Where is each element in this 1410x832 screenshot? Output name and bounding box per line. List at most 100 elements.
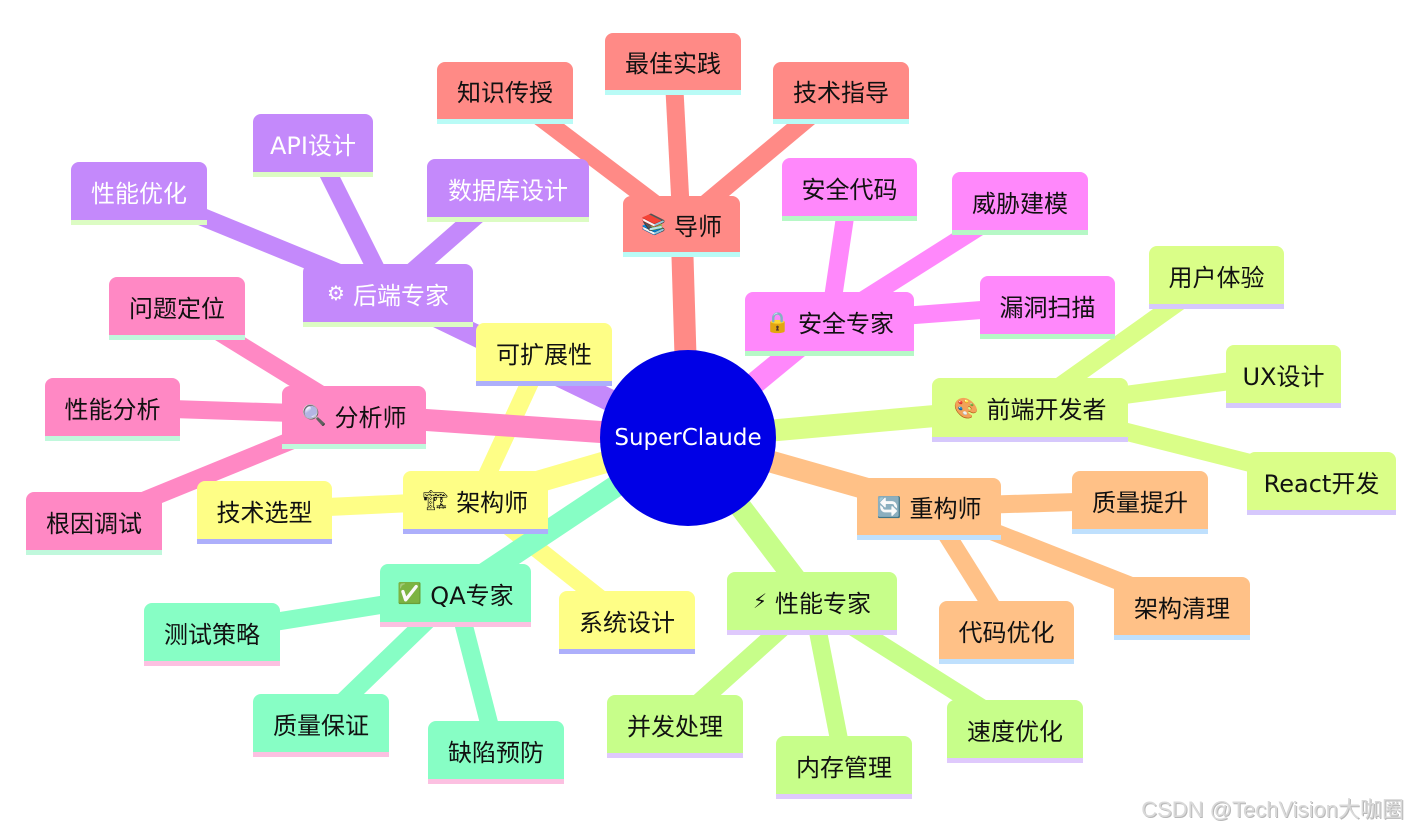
node-label: 根因调试 <box>46 509 142 538</box>
node-underline <box>605 90 741 95</box>
node-underline <box>253 752 389 757</box>
branch-node-mentor[interactable]: 📚导师 <box>623 196 740 257</box>
node-label: 性能分析 <box>64 395 161 424</box>
branch-node-backend[interactable]: ⚙后端专家 <box>303 264 473 327</box>
node-underline <box>45 436 180 441</box>
node-label: UX设计 <box>1242 362 1325 391</box>
leaf-node-backend[interactable]: API设计 <box>253 114 373 177</box>
node-underline <box>559 649 695 654</box>
node-underline <box>857 535 1001 540</box>
node-underline <box>282 444 426 449</box>
node-label: 并发处理 <box>627 712 723 741</box>
node-label: 威胁建模 <box>972 189 1068 218</box>
leaf-node-refactor[interactable]: 架构清理 <box>1114 577 1250 640</box>
node-underline <box>380 622 531 627</box>
branch-node-performance[interactable]: ⚡性能专家 <box>727 572 897 635</box>
leaf-node-mentor[interactable]: 技术指导 <box>773 62 909 124</box>
node-underline <box>109 335 245 340</box>
node-label: 质量保证 <box>273 711 369 740</box>
node-label: 技术选型 <box>216 498 313 527</box>
node-underline <box>26 550 162 555</box>
node-underline <box>1114 635 1250 640</box>
leaf-node-backend[interactable]: 性能优化 <box>71 162 207 225</box>
leaf-node-qa[interactable]: 缺陷预防 <box>428 721 564 784</box>
checkmark-icon: ✅ <box>397 581 423 605</box>
leaf-node-analyst[interactable]: 问题定位 <box>109 277 245 340</box>
node-label: 知识传授 <box>457 79 553 107</box>
leaf-node-frontend[interactable]: React开发 <box>1247 452 1396 515</box>
node-underline <box>476 381 612 386</box>
magnifier-icon: 🔍 <box>301 403 327 427</box>
node-underline <box>144 661 280 666</box>
leaf-node-mentor[interactable]: 最佳实践 <box>605 33 741 95</box>
leaf-node-qa[interactable]: 质量保证 <box>253 694 389 757</box>
node-label: 性能专家 <box>775 589 872 618</box>
node-label: 速度优化 <box>967 717 1063 746</box>
node-label: 可扩展性 <box>496 340 592 369</box>
lock-icon: 🔒 <box>765 309 790 334</box>
refresh-icon: 🔄 <box>876 494 902 519</box>
leaf-node-analyst[interactable]: 性能分析 <box>45 378 180 441</box>
leaf-node-performance[interactable]: 速度优化 <box>947 700 1083 763</box>
node-label: 导师 <box>673 212 722 241</box>
node-underline <box>939 659 1074 664</box>
leaf-node-mentor[interactable]: 知识传授 <box>437 62 573 124</box>
leaf-node-refactor[interactable]: 质量提升 <box>1072 471 1208 534</box>
node-underline <box>727 630 897 635</box>
node-underline <box>197 539 332 544</box>
node-label: 内存管理 <box>796 753 892 782</box>
branch-node-qa[interactable]: ✅ QA专家 <box>380 564 531 627</box>
node-underline <box>403 529 548 534</box>
leaf-node-frontend[interactable]: 用户体验 <box>1149 246 1284 309</box>
watermark: CSDN @TechVision大咖圈 <box>1141 797 1404 822</box>
node-label: QA专家 <box>430 581 514 610</box>
node-underline <box>428 779 564 784</box>
leaf-node-security[interactable]: 漏洞扫描 <box>980 276 1115 339</box>
node-underline <box>776 794 912 799</box>
node-label: 安全代码 <box>801 175 898 204</box>
node-underline <box>607 753 743 758</box>
root-label: SuperClaude <box>614 425 762 451</box>
leaf-node-architect[interactable]: 系统设计 <box>559 591 695 654</box>
node-underline <box>952 230 1088 235</box>
node-label: 问题定位 <box>129 294 225 323</box>
branch-node-refactor[interactable]: 🔄 重构师 <box>857 478 1001 540</box>
node-label: 重构师 <box>909 495 982 523</box>
root-node[interactable]: SuperClaude <box>600 350 776 526</box>
leaf-node-qa[interactable]: 测试策略 <box>144 603 280 666</box>
branch-node-frontend[interactable]: 🎨前端开发者 <box>932 378 1128 442</box>
leaf-node-performance[interactable]: 内存管理 <box>776 736 912 799</box>
node-underline <box>782 216 917 221</box>
node-label: 分析师 <box>334 403 407 432</box>
leaf-node-architect[interactable]: 技术选型 <box>197 481 332 544</box>
leaf-node-security[interactable]: 威胁建模 <box>952 172 1088 235</box>
leaf-node-architect[interactable]: 可扩展性 <box>476 323 612 386</box>
leaf-node-refactor[interactable]: 代码优化 <box>939 601 1074 664</box>
leaf-node-security[interactable]: 安全代码 <box>782 158 917 221</box>
node-label: 性能优化 <box>91 179 187 208</box>
branch-node-architect[interactable]: 🏗 架构师 <box>403 471 548 534</box>
node-underline <box>623 252 740 257</box>
node-underline <box>1149 304 1284 309</box>
node-label: 数据库设计 <box>448 176 568 205</box>
branch-node-analyst[interactable]: 🔍 分析师 <box>282 386 426 449</box>
node-underline <box>303 322 473 327</box>
node-label: 质量提升 <box>1092 488 1188 517</box>
node-underline <box>980 334 1115 339</box>
crane-icon: 🏗 <box>422 488 449 512</box>
node-label: 架构师 <box>456 488 529 517</box>
node-underline <box>71 220 207 225</box>
node-label: 缺陷预防 <box>448 738 544 767</box>
leaf-node-backend[interactable]: 数据库设计 <box>427 159 589 222</box>
node-label: 漏洞扫描 <box>999 293 1096 322</box>
node-underline <box>427 217 589 222</box>
leaf-node-frontend[interactable]: UX设计 <box>1226 345 1341 408</box>
node-label: 最佳实践 <box>625 50 721 78</box>
node-underline <box>745 351 914 356</box>
node-label: 用户体验 <box>1168 263 1265 292</box>
leaf-node-performance[interactable]: 并发处理 <box>607 695 743 758</box>
leaf-node-analyst[interactable]: 根因调试 <box>26 492 162 555</box>
node-underline <box>437 119 573 124</box>
branch-node-security[interactable]: 🔒安全专家 <box>745 292 914 356</box>
